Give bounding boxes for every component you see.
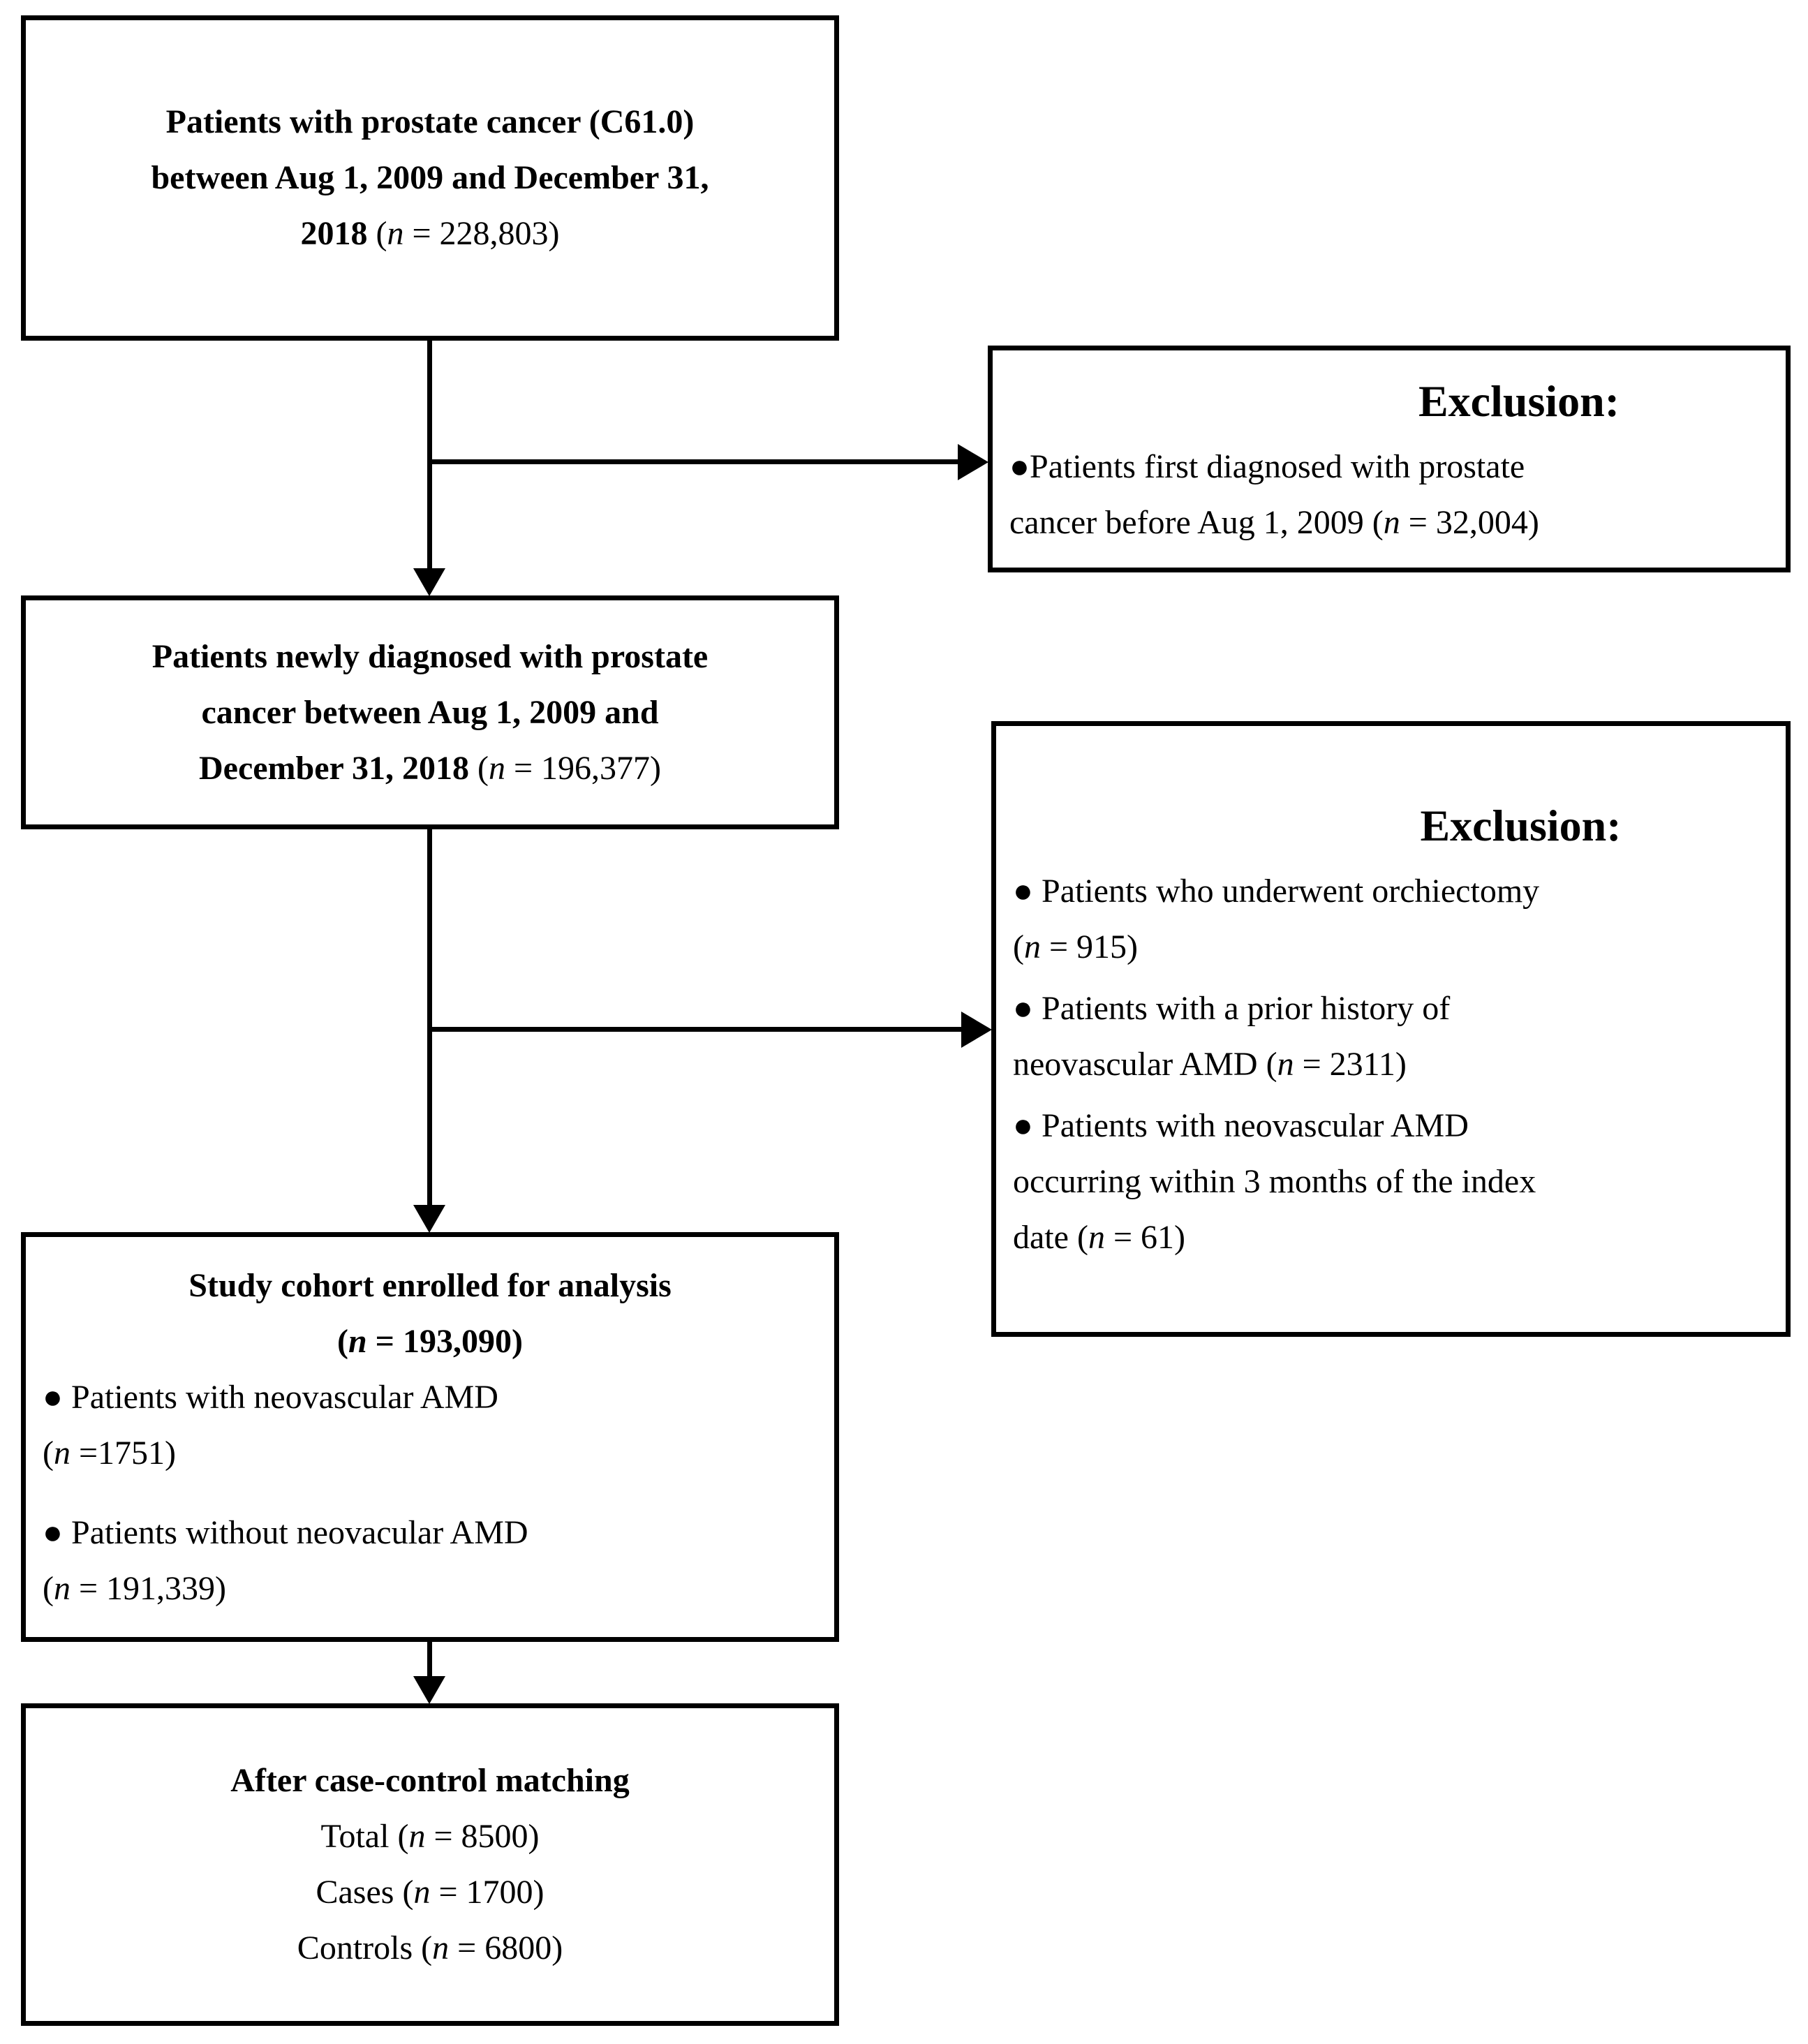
exclusion-item: ● Patients who underwent orchiectomy (n …	[1013, 864, 1769, 975]
text-segment: = 915)	[1040, 928, 1139, 965]
n-count-symbol: n	[488, 749, 505, 787]
text-segment: Controls (	[297, 1930, 433, 1967]
text-segment: =1751)	[70, 1434, 177, 1472]
text-segment: Cases (	[316, 1874, 414, 1911]
n-count-symbol: n	[387, 215, 404, 252]
box-title: After case-control matching	[230, 1762, 630, 1799]
n-count-symbol: n	[1277, 1046, 1294, 1083]
bullet-line: ● Patients without neovacular AMD	[43, 1513, 528, 1551]
arrowhead-right-icon	[958, 444, 988, 480]
box-exclusion-1: Exclusion: ●Patients first diagnosed wit…	[988, 346, 1791, 572]
exclusion-header: Exclusion:	[1420, 801, 1622, 850]
text-line: (n = 915)	[1013, 919, 1769, 975]
text-line: Patients newly diagnosed with prostate	[151, 637, 709, 675]
n-count-symbol: n	[408, 1818, 426, 1855]
text-line: (n = 191,339)	[43, 1561, 817, 1617]
text-segment: = 193,090)	[366, 1322, 524, 1360]
arrowhead-down-icon	[413, 1676, 445, 1704]
text-segment: (	[1013, 928, 1024, 965]
n-count-symbol: n	[1383, 503, 1400, 541]
text-segment: 2018	[300, 215, 376, 252]
text-segment: = 6800)	[449, 1930, 563, 1967]
text-segment: (	[43, 1569, 54, 1607]
text-line: December 31, 2018 (n = 196,377)	[26, 741, 834, 797]
n-count-symbol: n	[413, 1874, 431, 1911]
arrowhead-down-icon	[413, 1205, 445, 1233]
text-line: (n = 193,090)	[43, 1314, 817, 1370]
box-title: Study cohort enrolled for analysis	[188, 1266, 672, 1304]
text-line: occurring within 3 months of the index	[1013, 1163, 1536, 1200]
arrowhead-down-icon	[413, 568, 445, 596]
box-study-cohort: Study cohort enrolled for analysis (n = …	[21, 1232, 839, 1642]
box-exclusion-2: Exclusion: ● Patients who underwent orch…	[991, 721, 1791, 1337]
connector-line-vertical	[427, 341, 432, 571]
n-count-symbol: n	[348, 1322, 367, 1360]
text-line: Total (n = 8500)	[26, 1809, 834, 1865]
bullet-line: ● Patients who underwent orchiectomy	[1013, 873, 1540, 910]
connector-line-vertical	[427, 829, 432, 1206]
text-segment: = 1700)	[430, 1874, 544, 1911]
n-count-symbol: n	[53, 1569, 71, 1607]
bullet-line: ● Patients with a prior history of	[1013, 990, 1451, 1027]
connector-line-vertical	[427, 1642, 432, 1677]
text-segment: = 2311)	[1294, 1046, 1407, 1083]
exclusion-header: Exclusion:	[1418, 376, 1620, 426]
n-count-symbol: n	[53, 1434, 71, 1472]
box-case-control-matching: After case-control matching Total (n = 8…	[21, 1703, 839, 2026]
exclusion-item: ● Patients with a prior history of neova…	[1013, 981, 1769, 1093]
text-segment: (	[43, 1434, 54, 1472]
bullet-line: ● Patients with neovascular AMD	[1013, 1107, 1469, 1144]
text-line: 2018 (n = 228,803)	[26, 206, 834, 262]
cohort-item: ● Patients without neovacular AMD (n = 1…	[43, 1505, 817, 1617]
n-count-symbol: n	[1088, 1219, 1105, 1256]
text-line: (n =1751)	[43, 1425, 817, 1481]
text-segment: date (	[1013, 1219, 1088, 1256]
text-segment: (	[477, 749, 489, 787]
text-segment: December 31, 2018	[198, 749, 477, 787]
text-segment: = 191,339)	[70, 1569, 227, 1607]
text-segment: = 8500)	[425, 1818, 540, 1855]
bullet-line: ● Patients with neovascular AMD	[43, 1378, 498, 1416]
text-segment: (	[336, 1322, 348, 1360]
text-line: neovascular AMD (n = 2311)	[1013, 1037, 1769, 1093]
cohort-item: ● Patients with neovascular AMD (n =1751…	[43, 1370, 817, 1481]
text-line: date (n = 61)	[1013, 1210, 1769, 1266]
text-line: Patients with prostate cancer (C61.0)	[165, 103, 695, 140]
text-segment: = 61)	[1104, 1219, 1185, 1256]
text-segment: Total (	[320, 1818, 409, 1855]
n-count-symbol: n	[432, 1930, 450, 1967]
text-segment: = 32,004)	[1400, 503, 1539, 541]
text-line: Cases (n = 1700)	[26, 1865, 834, 1920]
text-line: Controls (n = 6800)	[26, 1920, 834, 1976]
connector-line-horizontal	[427, 1027, 962, 1032]
connector-line-horizontal	[427, 459, 959, 464]
text-segment: (	[376, 215, 387, 252]
bullet-line: ●Patients first diagnosed with prostate	[1009, 447, 1525, 485]
text-line: cancer before Aug 1, 2009 (n = 32,004)	[1009, 495, 1769, 551]
text-line: between Aug 1, 2009 and December 31,	[151, 159, 709, 196]
box-newly-diagnosed: Patients newly diagnosed with prostate c…	[21, 595, 839, 829]
text-segment: cancer before Aug 1, 2009 (	[1009, 503, 1384, 541]
text-segment: = 228,803)	[403, 215, 560, 252]
text-segment: = 196,377)	[505, 749, 662, 787]
exclusion-item: ● Patients with neovascular AMD occurrin…	[1013, 1098, 1769, 1266]
n-count-symbol: n	[1023, 928, 1041, 965]
text-line: cancer between Aug 1, 2009 and	[201, 693, 659, 731]
box-initial-cohort: Patients with prostate cancer (C61.0) be…	[21, 15, 839, 341]
text-segment: neovascular AMD (	[1013, 1046, 1277, 1083]
arrowhead-right-icon	[961, 1012, 992, 1048]
